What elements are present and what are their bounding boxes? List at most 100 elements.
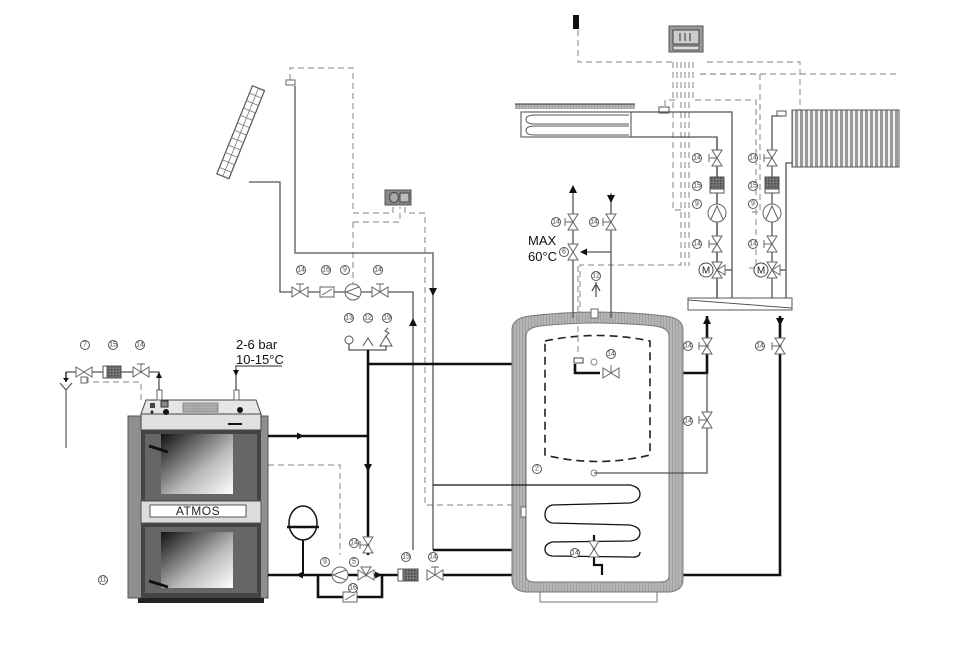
solar-collector xyxy=(216,79,296,180)
badge-11: 11 xyxy=(98,575,108,585)
solar-valve-14b[interactable] xyxy=(371,283,389,298)
svg-text:15: 15 xyxy=(693,183,701,190)
rad-valve-14-bottom[interactable] xyxy=(763,235,778,253)
boiler-display xyxy=(182,402,219,413)
svg-text:9: 9 xyxy=(695,201,699,208)
svg-text:14: 14 xyxy=(607,351,615,358)
air-vent-icon xyxy=(362,337,374,347)
mixing-max-temp-label: 60°C xyxy=(528,249,557,264)
badge-14: 14 xyxy=(692,153,702,163)
boiler: ATMOS xyxy=(127,399,269,603)
svg-text:12: 12 xyxy=(592,273,600,280)
solar-valve-14a[interactable] xyxy=(291,283,309,298)
bypass-check-valve-16[interactable] xyxy=(342,591,358,603)
thermostatic-valve-5[interactable] xyxy=(357,566,382,581)
boiler-switch-icon xyxy=(150,403,155,408)
svg-text:7: 7 xyxy=(83,342,87,349)
solar-controller xyxy=(384,189,412,206)
floor-valve-14-top[interactable] xyxy=(708,149,723,167)
dhw-valve-14-right[interactable] xyxy=(602,213,617,231)
badge-14: 14 xyxy=(296,265,306,275)
solar-flow-pipe xyxy=(294,86,434,550)
inlet-pressure-label: 2-6 bar xyxy=(236,337,278,352)
rad-valve-14-top[interactable] xyxy=(763,149,778,167)
badge-9: 9 xyxy=(320,557,330,567)
filter-15-return[interactable] xyxy=(397,568,419,582)
dhw-inner-tank xyxy=(544,334,651,463)
svg-text:2: 2 xyxy=(535,466,539,473)
solar-pipe-down xyxy=(403,291,414,550)
badge-15: 15 xyxy=(748,181,758,191)
badge-7: 7 xyxy=(80,340,90,350)
svg-text:5: 5 xyxy=(352,559,356,566)
badge-12: 12 xyxy=(363,313,373,323)
badge-9: 9 xyxy=(340,265,350,275)
solar-check-valve-16[interactable] xyxy=(319,286,335,298)
svg-text:15: 15 xyxy=(109,342,117,349)
mixing-valve-6[interactable] xyxy=(567,243,579,261)
bypass-valve-14[interactable] xyxy=(359,536,374,554)
tank-valve-14-top[interactable] xyxy=(602,365,620,379)
valve-14-boiler[interactable] xyxy=(132,363,150,378)
svg-text:14: 14 xyxy=(374,267,382,274)
radiator xyxy=(776,109,900,168)
solar-return-pipe xyxy=(249,181,403,293)
badge-14: 14 xyxy=(373,265,383,275)
thermal-valve-7[interactable] xyxy=(75,366,93,384)
floor-mixing-valve-motor[interactable]: M xyxy=(698,261,726,279)
flow-arrow-down xyxy=(429,288,437,296)
svg-text:M: M xyxy=(702,266,710,277)
mixing-max-label: MAX xyxy=(528,233,557,248)
rad-pump-9[interactable] xyxy=(762,203,782,223)
badge-14: 14 xyxy=(551,217,561,227)
badge-6: 6 xyxy=(559,247,569,257)
svg-text:11: 11 xyxy=(99,577,106,584)
dhw-valve-14-left[interactable] xyxy=(564,213,579,231)
valve-14-return[interactable] xyxy=(426,566,444,581)
dhw-air-vent xyxy=(591,282,601,297)
manifold-valve-14-right[interactable] xyxy=(771,337,786,355)
svg-text:14: 14 xyxy=(684,418,692,425)
svg-text:15: 15 xyxy=(402,554,410,561)
badge-12: 12 xyxy=(591,271,601,281)
svg-text:13: 13 xyxy=(345,315,353,322)
heating-circuit-radiator: M xyxy=(753,149,786,279)
drain-funnel-icon xyxy=(59,382,73,448)
svg-text:14: 14 xyxy=(756,343,764,350)
badge-14: 14 xyxy=(606,349,616,359)
svg-text:14: 14 xyxy=(136,342,144,349)
badge-14: 14 xyxy=(589,217,599,227)
expansion-vessel xyxy=(287,505,319,575)
svg-text:9: 9 xyxy=(751,201,755,208)
thermometer-icon xyxy=(237,407,243,413)
floor-pump-9[interactable] xyxy=(707,203,727,223)
safety-valve-icon xyxy=(379,335,393,347)
accumulation-tank xyxy=(511,308,684,603)
tank-valve-14-bottom[interactable] xyxy=(588,540,600,558)
badge-14: 14 xyxy=(683,341,693,351)
side-valve-14[interactable] xyxy=(698,411,713,429)
return-pump-9[interactable] xyxy=(331,566,349,584)
floor-valve-14-bottom[interactable] xyxy=(708,235,723,253)
badge-9: 9 xyxy=(692,199,702,209)
svg-text:14: 14 xyxy=(590,219,598,226)
svg-text:14: 14 xyxy=(571,550,579,557)
badge-14: 14 xyxy=(748,153,758,163)
room-sensor xyxy=(573,15,579,29)
signal-wires xyxy=(87,30,900,555)
inlet-temperature-label: 10-15°C xyxy=(236,352,284,367)
badge-14: 14 xyxy=(755,341,765,351)
heating-controller xyxy=(668,25,704,53)
svg-text:14: 14 xyxy=(429,554,437,561)
rad-mixing-valve-motor[interactable]: M xyxy=(753,261,781,279)
badge-19: 19 xyxy=(382,313,392,323)
manifold-valve-14-left[interactable] xyxy=(698,337,713,355)
filter-15-boiler[interactable] xyxy=(102,365,122,379)
boiler-brand-label: ATMOS xyxy=(176,504,220,518)
solar-pump-9[interactable] xyxy=(344,283,362,301)
svg-text:19: 19 xyxy=(383,315,391,322)
badge-16: 16 xyxy=(348,583,358,593)
badge-14: 14 xyxy=(748,239,758,249)
svg-text:6: 6 xyxy=(562,249,566,256)
